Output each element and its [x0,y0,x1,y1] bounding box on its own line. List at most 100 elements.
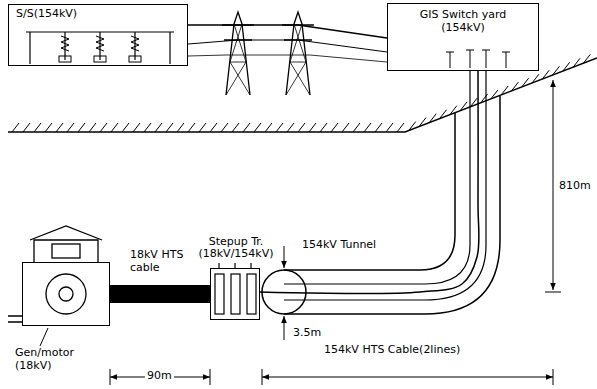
dimension-lines [110,80,561,385]
hatch-stroke [364,123,371,132]
cable-label: 18kV HTS cable [128,249,196,274]
hatch-stroke [563,62,570,71]
dimension-lines [553,80,554,290]
hatch-stroke [243,123,250,132]
substation-box: S/S(154kV) [8,4,188,66]
hatch-stroke [429,114,436,123]
transformer-cores [215,263,256,314]
powerhouse [30,226,102,240]
dimension-label: 810m [557,180,593,193]
tunnel [284,113,455,270]
substation-equipment [94,32,106,62]
node-label: Stepup Tr. (18kV/154kV) [194,236,278,261]
gis-bushings [446,50,510,68]
hatch-stroke [511,82,518,91]
cable-label: 154kV HTS Cable(2lines) [322,344,462,357]
hts-cable-line [284,71,470,284]
text-group: Stepup Tr. (18kV/154kV) [194,236,278,261]
hatch-stroke [542,70,549,79]
hatch-stroke [501,86,508,95]
gis-bushings [482,50,490,68]
hatch-stroke [254,123,261,132]
hatch-stroke [45,123,52,132]
overhead-line [188,25,387,38]
hatch-stroke [287,123,294,132]
transformer-cores [231,274,240,314]
hatch-stroke [353,123,360,132]
hatch-stroke [78,123,85,132]
hatch-stroke [56,123,63,132]
hatch-stroke [133,123,140,132]
powerhouse [34,240,98,262]
hts-cable-154kv [260,71,479,294]
dimension-label: 90m [145,370,174,383]
hatch-stroke [155,123,162,132]
gis-bushings [502,52,510,68]
hatch-stroke [491,90,498,99]
hatch-stroke [522,78,529,87]
hatch-stroke [320,123,327,132]
hatch-stroke [166,123,173,132]
leader-line [40,328,48,346]
transformer-box: Stepup Tr. (18kV/154kV) [210,268,260,320]
powerhouse [8,316,22,322]
hatch-stroke [12,123,19,132]
ground-line [8,58,597,132]
overhead-wire [188,55,387,62]
hatch-stroke [221,123,228,132]
hatch-stroke [331,123,338,132]
hatch-stroke [552,66,559,75]
dimension-lines [545,292,561,293]
hatch-stroke [409,122,416,131]
hatch-stroke [470,98,477,107]
text-group: GIS Switch yard (154kV) [388,9,538,34]
tunnel-label: 154kV Tunnel [300,239,378,252]
hatch-stroke [573,58,580,67]
substation-equipment [29,32,30,64]
hatch-stroke [89,123,96,132]
hatch-stroke [23,123,30,132]
hatch-stroke [375,123,382,132]
substation-equipment [129,32,141,62]
switchyard-box: GIS Switch yard (154kV) [387,3,539,71]
tunnel [284,96,500,314]
dimension-lines [262,377,553,378]
hatch-stroke [199,123,206,132]
hatch-stroke [532,74,539,83]
hts-cable-18kv [110,285,210,303]
hatch-stroke [386,123,393,132]
transformer-cores [215,274,224,314]
hatch-stroke [111,123,118,132]
text-group: S/S(154kV) [16,8,77,21]
powerhouse [46,274,86,314]
hatch-stroke [342,123,349,132]
hatch-stroke [144,123,151,132]
dimension-label: 3.5m [291,327,323,340]
hatch-stroke [67,123,74,132]
hatch-stroke [232,123,239,132]
hatch-stroke [34,123,41,132]
dimension-lines [284,316,285,340]
overhead-wire [188,40,387,52]
substation-equipment [169,32,170,64]
ground-hatching [12,54,590,132]
hatch-stroke [122,123,129,132]
hatch-stroke [419,118,426,127]
substation-equipment [59,32,71,62]
powerhouse [52,244,80,258]
transformer-cores [247,274,256,314]
dimension-lines [210,369,211,385]
hts-cable-line [284,71,486,300]
hatch-stroke [188,123,195,132]
hatch-stroke [276,123,283,132]
powerhouse [59,287,73,301]
substation-equipment [26,32,174,64]
hatch-stroke [440,110,447,119]
hatch-stroke [100,123,107,132]
generator-housing: Gen/motor (18kV) [22,262,110,326]
dimension-lines [284,246,285,268]
text-group: Gen/motor (18kV) [15,347,95,372]
hts-cable-line [284,71,486,300]
